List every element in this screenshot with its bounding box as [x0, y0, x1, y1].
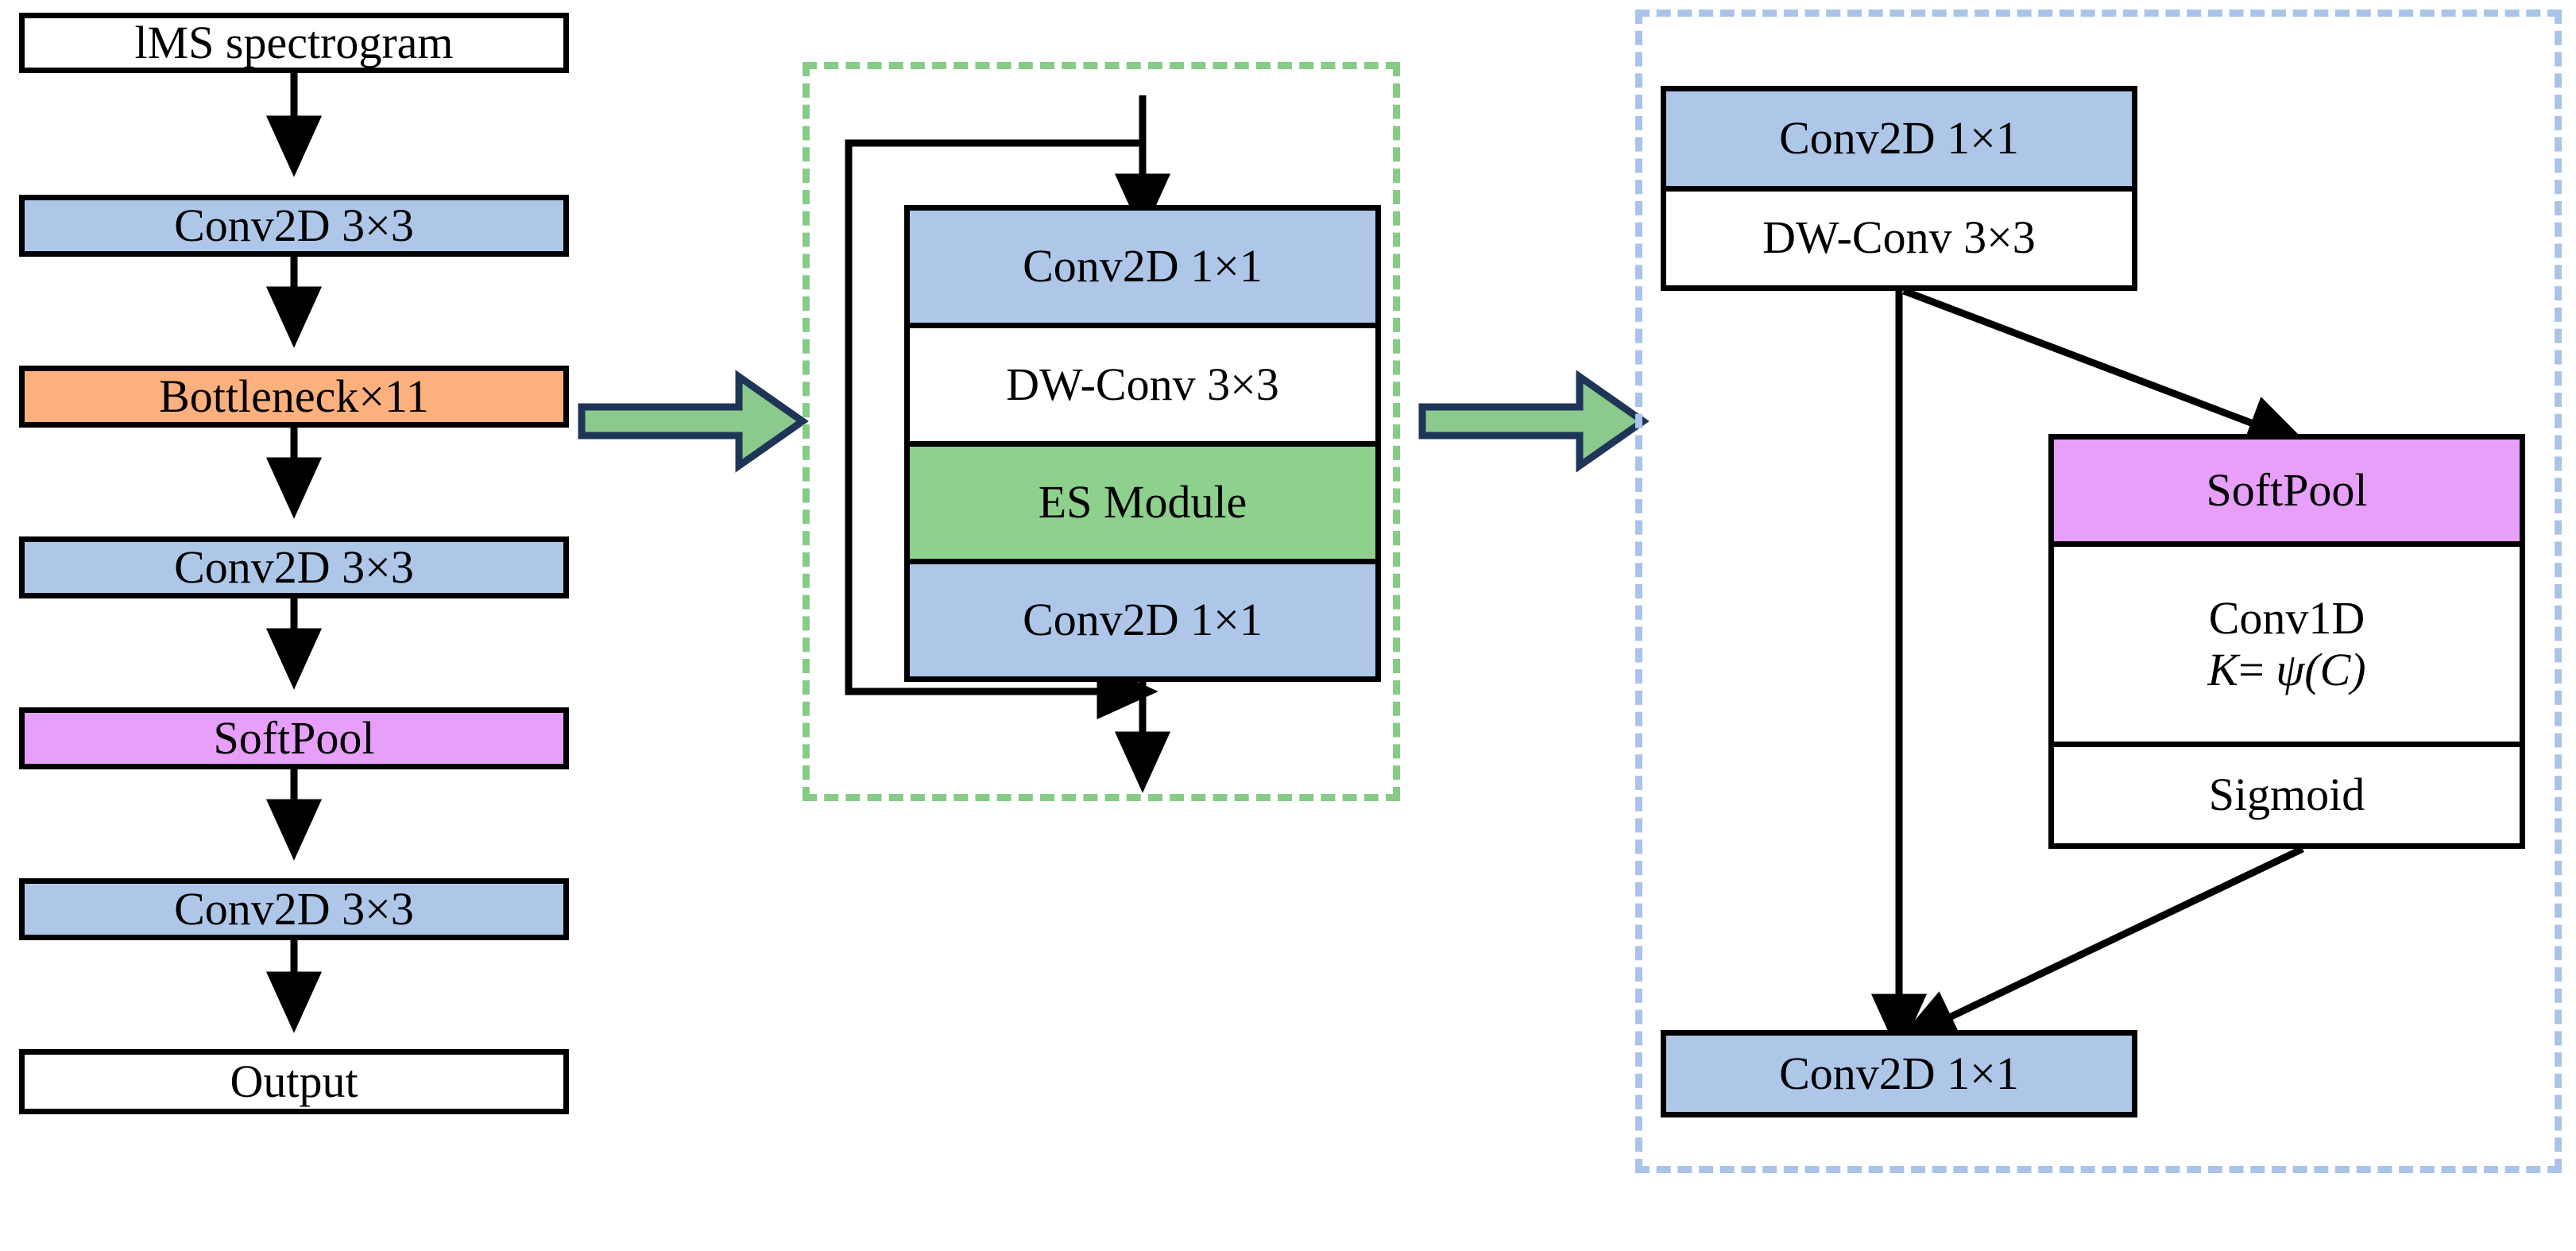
pipeline-node-label: Conv2D 3×3	[174, 882, 414, 935]
expand-arrow-es-module	[1418, 370, 1650, 473]
stack-row-conv1d-attention[interactable]: Conv1D K= ψ(C)	[2054, 541, 2520, 742]
stack-row-label: ES Module	[1038, 475, 1247, 528]
stack-row-label: Conv2D 1×1	[1023, 240, 1263, 292]
stack-row-dw-conv-3x3[interactable]: DW-Conv 3×3	[910, 323, 1375, 441]
stack-row-label: Conv2D 1×1	[1779, 111, 2019, 164]
es-tail-conv2d-1x1[interactable]: Conv2D 1×1	[1661, 1030, 2137, 1117]
bottleneck-detail-group	[803, 62, 1400, 801]
stack-row-dw-conv-3x3-head[interactable]: DW-Conv 3×3	[1666, 185, 2132, 285]
pipeline-node-label: lMS spectrogram	[134, 16, 454, 68]
pipeline-node-input[interactable]: lMS spectrogram	[19, 13, 569, 73]
pipeline-node-label: Conv2D 3×3	[174, 540, 414, 593]
stack-row-conv2d-1x1-head[interactable]: Conv2D 1×1	[1666, 91, 2132, 186]
kernel-symbol: K	[2207, 643, 2239, 695]
conv1d-label: Conv1D	[2208, 591, 2365, 644]
es-head-stack: Conv2D 1×1 DW-Conv 3×3	[1661, 86, 2137, 291]
stack-row-sigmoid-attention[interactable]: Sigmoid	[2054, 742, 2520, 843]
pipeline-node-bottleneck[interactable]: Bottleneck×11	[19, 366, 569, 428]
pipeline-node-conv2d-3x3-c[interactable]: Conv2D 3×3	[19, 878, 569, 940]
stack-row-label: Sigmoid	[2208, 769, 2365, 821]
middle-block-wiring	[845, 95, 1171, 793]
pipeline-node-label: SoftPool	[213, 711, 375, 764]
pipeline-node-conv2d-3x3-b[interactable]: Conv2D 3×3	[19, 536, 569, 598]
pipeline-node-softpool[interactable]: SoftPool	[19, 707, 569, 769]
es-attention-stack: SoftPool Conv1D K= ψ(C) Sigmoid	[2048, 434, 2525, 849]
node-label: Conv2D 1×1	[1779, 1047, 2019, 1099]
conv1d-kernel-formula: K= ψ(C)	[2207, 643, 2366, 696]
bottleneck-detail-stack: Conv2D 1×1 DW-Conv 3×3 ES Module Conv2D …	[904, 205, 1381, 682]
psi-expression: ψ(C)	[2276, 643, 2366, 695]
pipeline-node-output[interactable]: Output	[19, 1049, 569, 1114]
es-module-detail-group	[1635, 10, 2562, 1173]
stack-row-label: SoftPool	[2206, 463, 2368, 516]
stack-row-label: DW-Conv 3×3	[1006, 358, 1279, 410]
equals-symbol: =	[2238, 643, 2265, 695]
stack-row-softpool-attention[interactable]: SoftPool	[2054, 440, 2520, 541]
pipeline-node-label: Output	[230, 1055, 358, 1107]
pipeline-node-label: Conv2D 3×3	[174, 199, 414, 251]
right-block-wiring	[1870, 287, 2309, 1055]
pipeline-node-label: Bottleneck×11	[159, 370, 429, 422]
expand-arrow-bottleneck	[578, 370, 809, 473]
stack-row-conv2d-1x1-top[interactable]: Conv2D 1×1	[910, 211, 1375, 323]
stack-row-label: Conv2D 1×1	[1023, 594, 1263, 646]
pipeline-node-conv2d-3x3-a[interactable]: Conv2D 3×3	[19, 195, 569, 257]
stack-row-label: DW-Conv 3×3	[1762, 211, 2036, 264]
stack-row-conv2d-1x1-bottom[interactable]: Conv2D 1×1	[910, 558, 1375, 676]
stack-row-es-module[interactable]: ES Module	[910, 440, 1375, 559]
